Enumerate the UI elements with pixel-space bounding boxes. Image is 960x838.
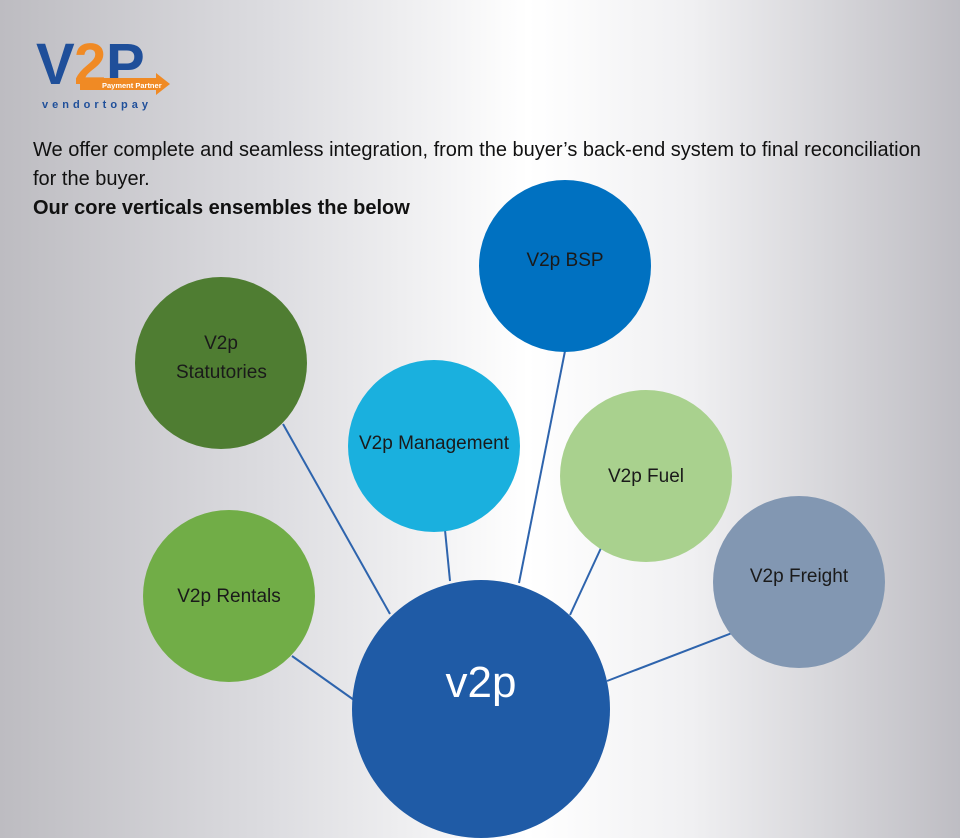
vertical-label: V2p Statutories <box>176 333 267 383</box>
connector-management <box>444 529 451 582</box>
connector-fuel <box>569 547 602 616</box>
hub-circle: v2p <box>352 580 610 838</box>
connector-statutories <box>282 423 391 615</box>
vendortopay-logo: V 2 P Payment Partner vendortopay <box>36 32 170 111</box>
vertical-management: V2p Management <box>348 360 520 532</box>
connector-freight <box>606 632 733 682</box>
vertical-label: V2p BSP <box>526 249 604 271</box>
verticals-heading: Our core verticals ensembles the below <box>33 197 410 219</box>
vertical-label: V2p Management <box>359 433 509 454</box>
connector-rentals <box>291 655 355 701</box>
vertical-fuel: V2p Fuel <box>560 390 732 562</box>
connector-bsp <box>518 350 566 584</box>
intro-block: We offer complete and seamless integrati… <box>33 136 933 223</box>
vertical-bsp: V2p BSP <box>479 180 651 352</box>
vertical-label: V2p Rentals <box>177 585 281 607</box>
vertical-label: V2p Freight <box>749 565 849 587</box>
vertical-freight: V2p Freight <box>713 496 885 668</box>
logo-tagline: Payment Partner <box>102 81 162 90</box>
connector-lines <box>282 350 733 701</box>
vertical-label: V2p Fuel <box>607 465 685 487</box>
logo-wordmark: vendortopay <box>42 99 152 111</box>
vertical-statutories: V2p Statutories <box>135 277 307 449</box>
intro-text: We offer complete and seamless integrati… <box>33 139 921 190</box>
vertical-rentals: V2p Rentals <box>143 510 315 682</box>
hub-label: v2p <box>445 658 517 707</box>
